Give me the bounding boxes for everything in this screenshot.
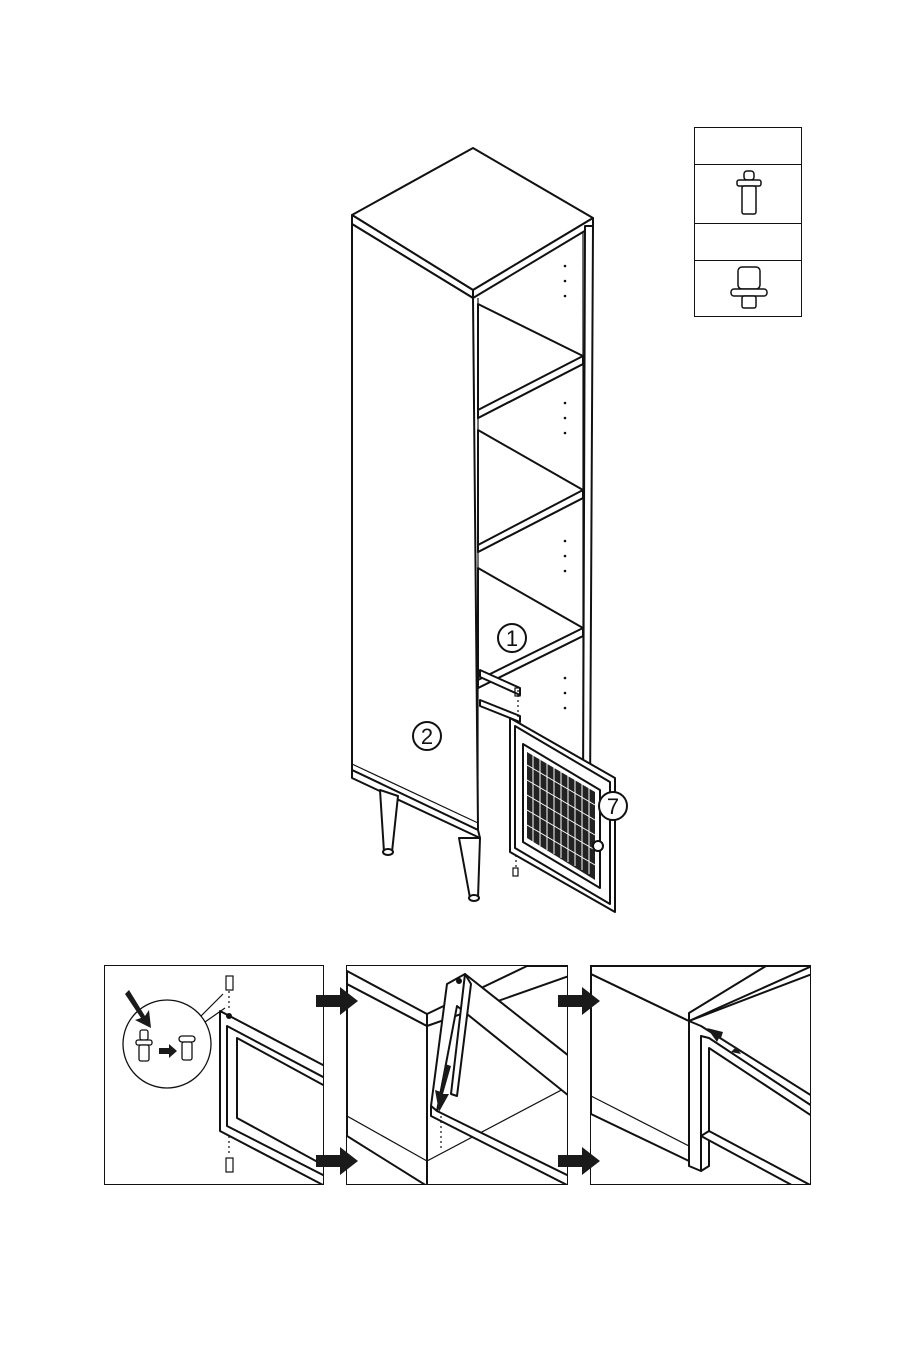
legend-label-row-1	[695, 128, 801, 165]
legend-icon-row-1	[695, 165, 801, 224]
step-arrow-bottom-1	[316, 1147, 358, 1175]
legend-label-row-2	[695, 224, 801, 261]
parts-legend	[694, 127, 802, 317]
step-arrow-top-2	[558, 987, 600, 1015]
svg-text:7: 7	[607, 794, 619, 819]
pin-after-icon	[179, 1036, 195, 1060]
callout-door: 7	[599, 792, 627, 820]
detail-panel-door-seated	[590, 965, 811, 1185]
legend-icon-row-2	[695, 261, 801, 317]
shelves	[478, 304, 583, 688]
door	[510, 718, 615, 912]
step-arrows	[310, 985, 610, 1175]
callout-side-panel: 2	[413, 722, 441, 750]
callout-shelf: 1	[498, 624, 526, 652]
door-knob	[593, 841, 603, 851]
svg-text:1: 1	[506, 626, 518, 651]
detail-panel-insert-pin	[104, 965, 324, 1185]
svg-text:2: 2	[421, 724, 433, 749]
step-arrow-bottom-2	[558, 1147, 600, 1175]
step-arrow-top-1	[316, 987, 358, 1015]
hinge-pin-small-icon	[729, 167, 769, 223]
hinge-pin-large-icon	[727, 263, 771, 315]
